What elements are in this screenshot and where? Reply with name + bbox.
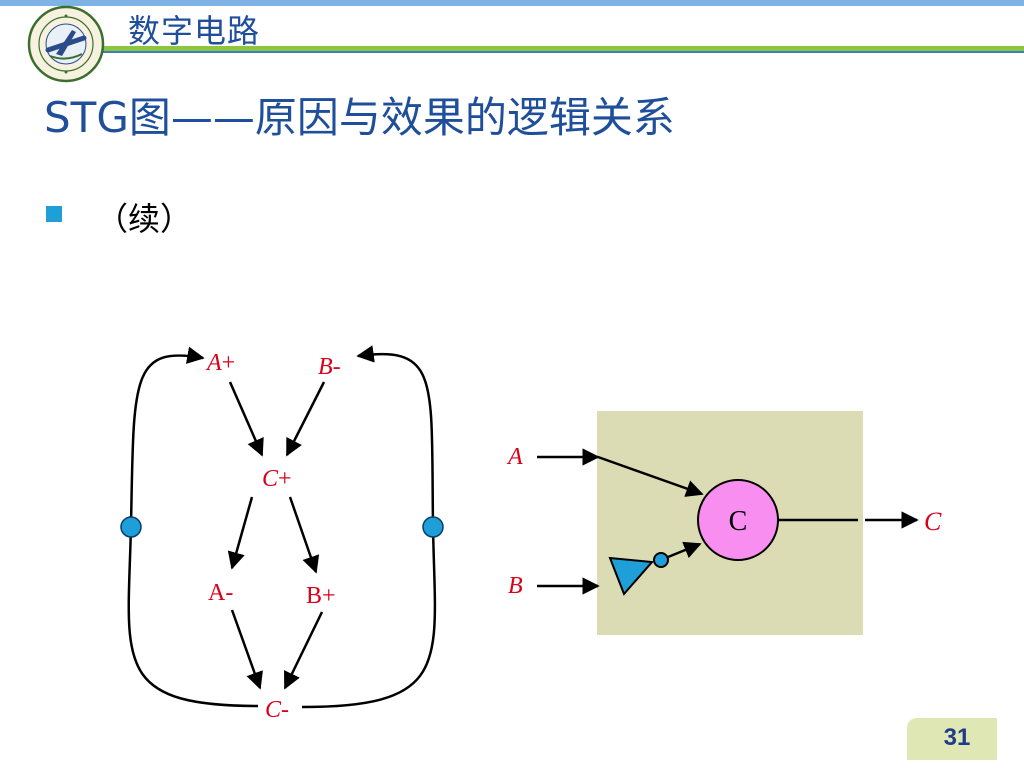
circuit-input-a-label: A <box>506 444 523 470</box>
stg-node-a-minus: A- <box>208 580 233 606</box>
stg-token-left <box>120 516 142 538</box>
header-rule-green <box>96 46 1024 51</box>
c-element-gate-label: C <box>729 506 748 537</box>
inverter-bubble <box>653 552 669 568</box>
stg-arc-aplus-cplus <box>228 381 264 457</box>
stg-arc-bminus-cplus <box>285 381 326 457</box>
page-number: 31 <box>943 724 971 751</box>
stg-arc-cminus-bminus <box>301 345 437 709</box>
bullet-text: （续） <box>96 200 193 238</box>
stg-arc-cminus-aplus <box>127 346 259 708</box>
stg-node-a-plus: A+ <box>205 350 235 376</box>
wire-b-to-gate <box>667 541 702 559</box>
stg-token-right <box>422 516 444 538</box>
course-title: 数字电路 <box>128 12 261 50</box>
stg-arc-bplus-cminus <box>283 611 324 690</box>
page-number-tab: 31 <box>907 718 997 760</box>
stg-graph: A+ B- C+ A- B+ C- <box>120 345 444 723</box>
stg-arc-aminus-cminus <box>230 609 263 690</box>
stg-node-c-minus: C- <box>265 697 289 723</box>
stg-arc-cplus-bplus <box>288 496 320 574</box>
stg-node-b-plus: B+ <box>306 583 336 609</box>
c-element-circuit: A B C C <box>506 411 942 635</box>
circuit-input-b-label: B <box>508 573 523 599</box>
slide-title: STG图——原因与效果的逻辑关系 <box>44 93 675 142</box>
stg-node-b-minus: B- <box>318 354 341 380</box>
wire-a-to-gate <box>597 455 704 497</box>
top-strip <box>0 0 1024 6</box>
stg-arc-cplus-aminus <box>227 496 254 570</box>
header-rule-blue <box>96 51 1024 53</box>
university-seal-icon <box>27 5 105 83</box>
stg-node-c-plus: C+ <box>262 466 292 492</box>
square-bullet-icon <box>46 206 62 222</box>
inverter-icon <box>608 556 655 596</box>
circuit-output-label: C <box>924 507 942 536</box>
